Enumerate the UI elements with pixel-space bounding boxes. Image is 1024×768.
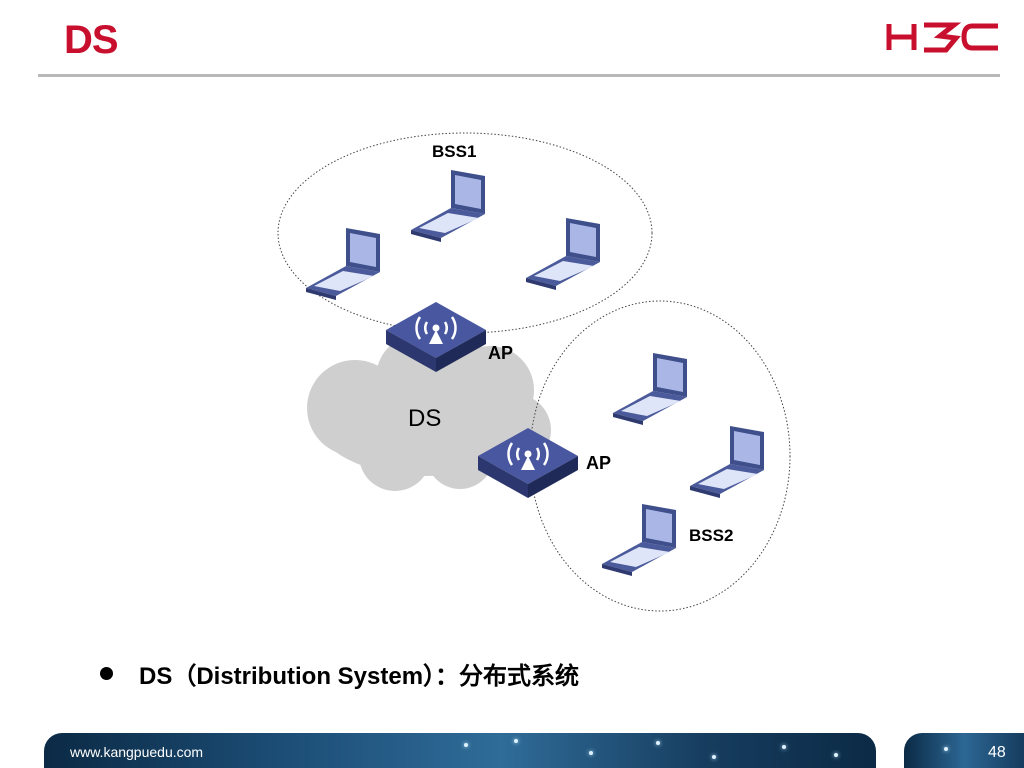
bss1-boundary (277, 132, 653, 334)
ds-label: DS (408, 405, 442, 432)
slide-title: DS (64, 18, 119, 62)
bullet-dot (100, 667, 113, 680)
ap2-label: AP (586, 453, 612, 473)
bss2-label: BSS2 (689, 526, 734, 545)
page-number: 48 (988, 744, 1006, 761)
bullet-item: DS（Distribution System）：分布式系统 (100, 656, 579, 691)
ap1-label: AP (488, 343, 514, 363)
laptop-icon (411, 170, 485, 242)
laptop-icon (602, 504, 676, 576)
title-divider (38, 74, 1000, 77)
page-number-box (904, 733, 1024, 768)
laptop-icon (613, 353, 687, 425)
bullet-text: DS（Distribution System）：分布式系统 (139, 663, 580, 690)
footer-website: www.kangpuedu.com (70, 744, 204, 760)
bss1-label: BSS1 (432, 142, 477, 161)
laptop-icon (690, 426, 764, 498)
laptop-icon (306, 228, 380, 300)
laptop-icon (526, 218, 600, 290)
footer-bar (44, 733, 876, 768)
h3c-logo (886, 22, 998, 53)
